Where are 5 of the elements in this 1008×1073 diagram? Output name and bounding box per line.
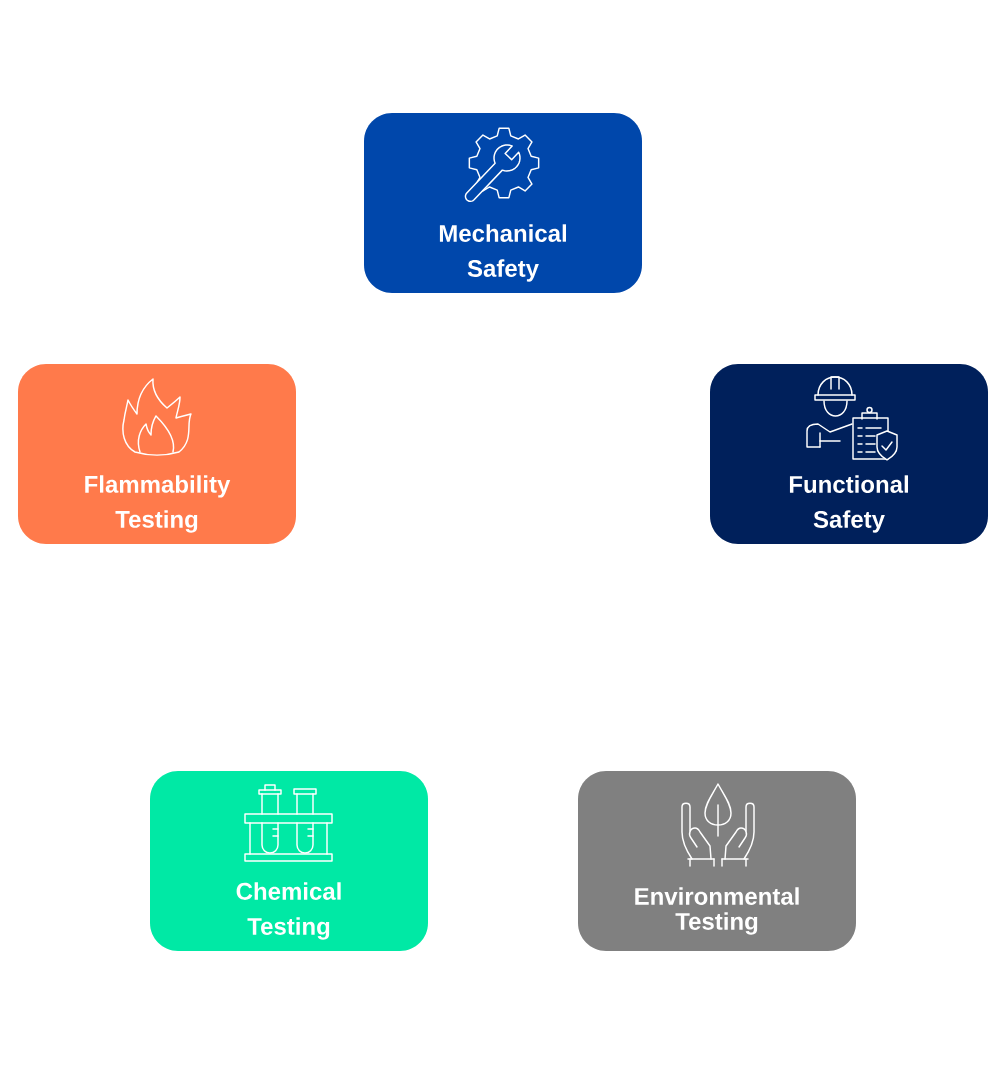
rounded-box: Environmental Testing [578, 771, 856, 951]
rounded-box: Flammability Testing [18, 364, 296, 544]
rounded-box: Functional Safety [710, 364, 988, 544]
rounded-box: Mechanical Safety [364, 113, 642, 293]
rounded-box: Chemical Testing [150, 771, 428, 951]
